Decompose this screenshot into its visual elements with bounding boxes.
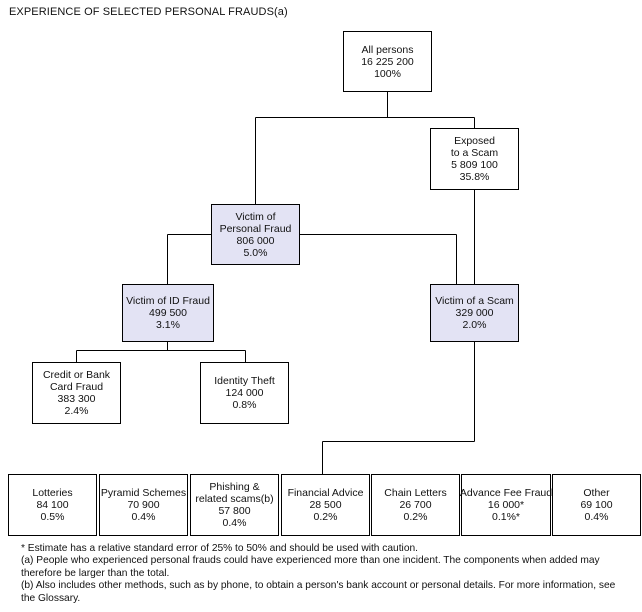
node-victim-scam: Victim of a Scam 329 000 2.0% — [430, 284, 519, 342]
node-card-fraud-label-2: Card Fraud — [49, 381, 104, 393]
node-victim-fraud-percent: 5.0% — [243, 246, 268, 259]
node-phishing-label-1: Phishing & — [209, 481, 260, 493]
node-other: Other 69 100 0.4% — [552, 474, 641, 536]
node-advance-fee-fraud: Advance Fee Fraud 16 000* 0.1%* — [459, 474, 553, 536]
node-financial-label: Financial Advice — [287, 487, 364, 499]
node-pyramid-percent: 0.4% — [131, 511, 156, 523]
node-card-fraud-percent: 2.4% — [64, 405, 89, 417]
footnote-rse: * Estimate has a relative standard error… — [21, 543, 418, 554]
node-victim-scam-count: 329 000 — [455, 307, 494, 319]
footnotes: * Estimate has a relative standard error… — [21, 543, 631, 605]
node-lotteries: Lotteries 84 100 0.5% — [8, 474, 97, 536]
node-victim-personal-fraud: Victim of Personal Fraud 806 000 5.0% — [211, 204, 300, 265]
node-victim-fraud-count: 806 000 — [236, 234, 275, 247]
node-exposed-label-1: Exposed — [454, 135, 495, 147]
node-all-persons-label: All persons — [361, 43, 414, 56]
connector-personal-fraud — [167, 234, 457, 284]
node-financial-advice: Financial Advice 28 500 0.2% — [281, 474, 370, 536]
node-exposed-label-2: to a Scam — [450, 147, 499, 159]
node-phishing-label-2: related scams(b) — [195, 493, 274, 505]
node-chain-label: Chain Letters — [384, 487, 447, 499]
node-all-persons: All persons 16 225 200 100% — [343, 31, 432, 92]
node-phishing: Phishing & related scams(b) 57 800 0.4% — [190, 474, 279, 536]
node-victim-id-fraud: Victim of ID Fraud 499 500 3.1% — [122, 284, 214, 342]
node-chain-letters: Chain Letters 26 700 0.2% — [371, 474, 460, 536]
node-phishing-percent: 0.4% — [222, 517, 247, 529]
node-all-persons-percent: 100% — [374, 67, 401, 80]
node-identity-theft-label: Identity Theft — [214, 375, 275, 387]
node-chain-percent: 0.2% — [403, 511, 428, 523]
node-card-fraud-count: 383 300 — [57, 393, 96, 405]
node-other-label: Other — [583, 487, 610, 499]
node-exposed-to-scam: Exposed to a Scam 5 809 100 35.8% — [430, 128, 519, 190]
node-victim-id-percent: 3.1% — [156, 319, 180, 331]
node-card-fraud: Credit or Bank Card Fraud 383 300 2.4% — [32, 362, 121, 424]
node-lotteries-count: 84 100 — [36, 499, 69, 511]
node-all-persons-count: 16 225 200 — [361, 55, 414, 68]
node-advance-fee-count: 16 000* — [487, 499, 525, 511]
diagram-title: EXPERIENCE OF SELECTED PERSONAL FRAUDS(a… — [9, 6, 288, 18]
node-financial-count: 28 500 — [309, 499, 342, 511]
node-victim-fraud-label-2: Personal Fraud — [219, 222, 292, 235]
node-pyramid-count: 70 900 — [127, 499, 160, 511]
node-identity-theft-percent: 0.8% — [232, 399, 257, 411]
node-phishing-count: 57 800 — [218, 505, 251, 517]
node-exposed-count: 5 809 100 — [451, 159, 498, 171]
node-advance-fee-label: Advance Fee Fraud — [459, 487, 553, 499]
node-financial-percent: 0.2% — [313, 511, 338, 523]
node-identity-theft-count: 124 000 — [225, 387, 264, 399]
connector-all — [255, 92, 475, 204]
node-lotteries-percent: 0.5% — [40, 511, 65, 523]
node-victim-scam-label: Victim of a Scam — [435, 295, 514, 307]
node-lotteries-label: Lotteries — [32, 487, 73, 499]
footnote-b: (b) Also includes other methods, such as… — [21, 580, 616, 604]
node-advance-fee-percent: 0.1%* — [491, 511, 521, 523]
footnote-a: (a) People who experienced personal frau… — [21, 555, 600, 579]
node-victim-id-label: Victim of ID Fraud — [126, 295, 210, 307]
node-pyramid-schemes: Pyramid Schemes 70 900 0.4% — [99, 474, 188, 536]
node-pyramid-label: Pyramid Schemes — [100, 487, 187, 499]
node-other-count: 69 100 — [580, 499, 613, 511]
node-victim-fraud-label-1: Victim of — [235, 210, 276, 223]
node-chain-count: 26 700 — [399, 499, 432, 511]
connector-id-fraud — [76, 342, 246, 362]
node-exposed-percent: 35.8% — [459, 171, 490, 183]
node-victim-scam-percent: 2.0% — [462, 319, 487, 331]
connector-scam — [322, 342, 475, 474]
node-other-percent: 0.4% — [584, 511, 609, 523]
node-card-fraud-label-1: Credit or Bank — [42, 369, 111, 381]
node-identity-theft: Identity Theft 124 000 0.8% — [200, 362, 289, 424]
node-victim-id-count: 499 500 — [149, 307, 187, 319]
